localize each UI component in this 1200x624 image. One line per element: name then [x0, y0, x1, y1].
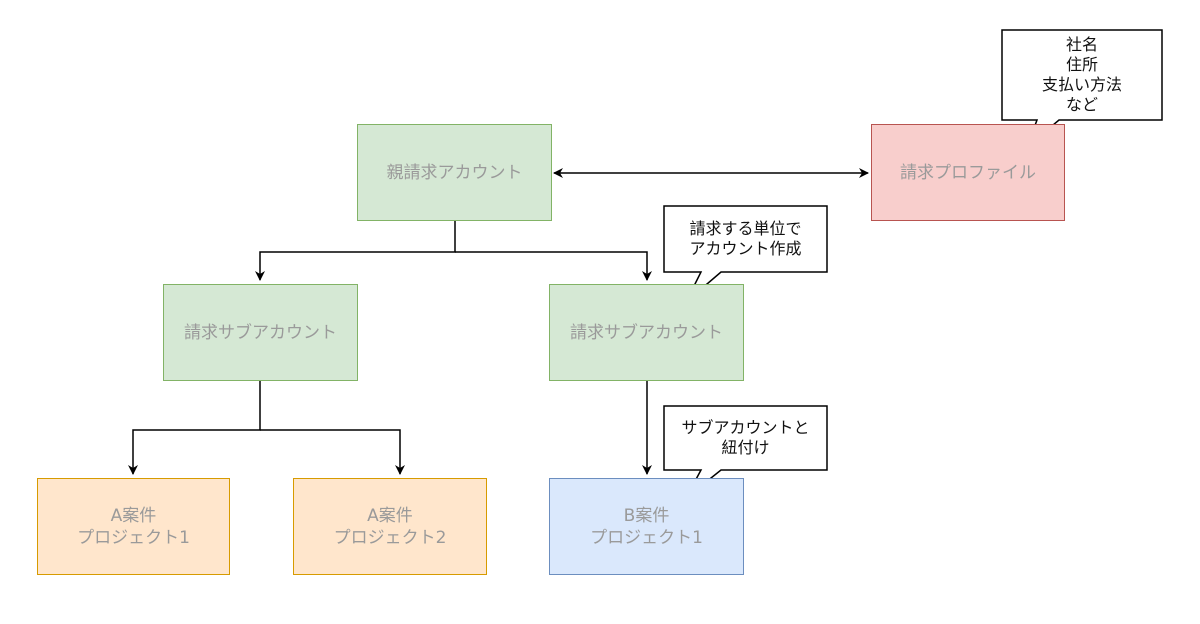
edge-subaccount-left-to-project-a2: [260, 429, 405, 475]
sub-account-right-label: 請求サブアカウント: [570, 322, 723, 343]
callout-account-unit-note: 請求する単位で アカウント作成: [689, 219, 802, 258]
sub-account-right-node: 請求サブアカウント: [549, 284, 744, 381]
sub-account-left-node: 請求サブアカウント: [163, 284, 358, 381]
callout-profile-note: 社名 住所 支払い方法 など: [1041, 35, 1122, 114]
edge-subaccount-left-to-project-a1: [128, 380, 261, 475]
parent-billing-account-node: 親請求アカウント: [357, 124, 552, 221]
project-b1-label: B案件 プロジェクト1: [590, 505, 703, 548]
project-b1-node: B案件 プロジェクト1: [549, 478, 744, 575]
edge-parent-to-subaccount-right: [455, 251, 652, 281]
project-a2-label: A案件 プロジェクト2: [333, 505, 447, 548]
parent-billing-account-label: 親請求アカウント: [386, 162, 523, 183]
sub-account-left-label: 請求サブアカウント: [184, 322, 337, 343]
project-a1-node: A案件 プロジェクト1: [37, 478, 230, 575]
project-a2-node: A案件 プロジェクト2: [293, 478, 487, 575]
edge-parent-to-subaccounts: [255, 221, 456, 281]
project-a1-label: A案件 プロジェクト1: [77, 505, 190, 548]
billing-profile-label: 請求プロファイル: [900, 162, 1036, 183]
billing-profile-node: 請求プロファイル: [871, 124, 1065, 221]
callout-link-note: サブアカウントと 紐付け: [681, 418, 810, 457]
